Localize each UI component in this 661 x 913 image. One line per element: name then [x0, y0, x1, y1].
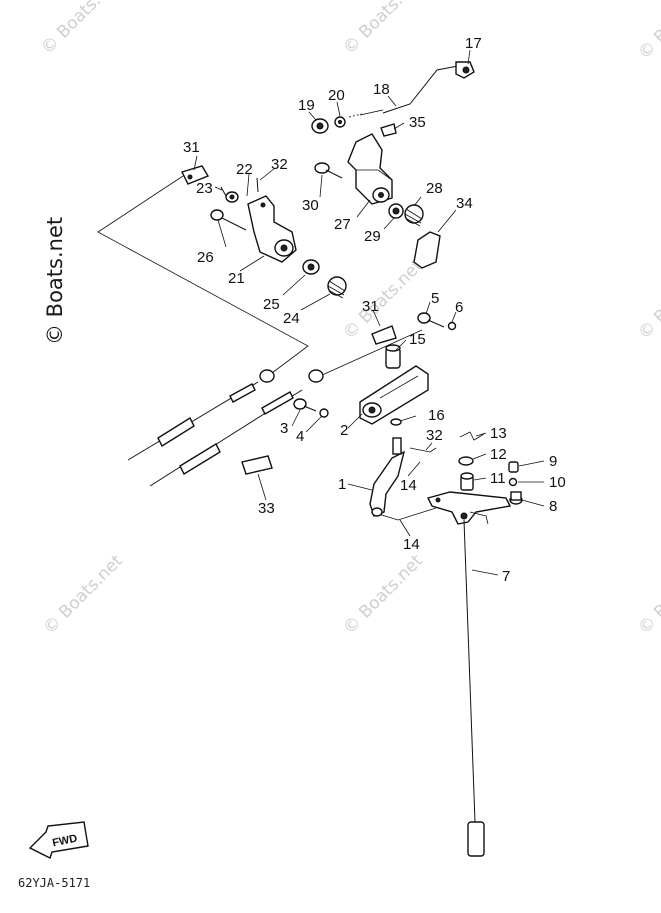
clip-14 — [469, 511, 489, 525]
callout-10: 10 — [549, 474, 566, 491]
watermark-7: © Boats.net — [339, 551, 427, 639]
watermark-1: © Boats.net — [37, 0, 125, 59]
clip-17 — [455, 61, 475, 79]
callout-13: 13 — [490, 425, 507, 442]
callout-7: 7 — [502, 568, 510, 585]
pin-23 — [220, 186, 227, 197]
callout-3: 3 — [280, 420, 288, 437]
arm-1 — [369, 437, 406, 517]
collar-29 — [388, 203, 404, 219]
callout-6: 6 — [455, 299, 463, 316]
callout-1: 1 — [338, 476, 346, 493]
slide-2 — [359, 365, 429, 425]
bolt-5 — [417, 312, 445, 328]
leader-lines — [193, 49, 545, 576]
callout-23: 23 — [196, 180, 213, 197]
shift-plate — [426, 491, 512, 525]
watermarks: © Boats.net © Boats.net © Boats.net © Bo… — [37, 0, 661, 639]
diagram-code: 62YJA-5171 — [18, 876, 90, 890]
callout-26: 26 — [197, 249, 214, 266]
spring-24 — [327, 276, 347, 299]
clamp-31-upper — [181, 165, 210, 185]
watermark-2: © Boats.net — [339, 0, 427, 59]
clamp-31-lower — [371, 325, 397, 345]
bolt-26 — [210, 209, 247, 231]
callout-31-lower: 31 — [362, 298, 379, 315]
callout-21: 21 — [228, 270, 245, 287]
callout-9: 9 — [549, 453, 557, 470]
watermark-3: © Boats.net — [634, 0, 661, 64]
callout-34: 34 — [456, 195, 473, 212]
washer-16 — [390, 418, 402, 426]
clip-33 — [241, 455, 273, 475]
callout-12: 12 — [490, 446, 507, 463]
callout-32-upper: 32 — [271, 156, 288, 173]
watermark-5: © Boats.net — [634, 256, 661, 344]
callout-27: 27 — [334, 216, 351, 233]
guide-line-left — [97, 175, 309, 377]
upper-link-assembly — [311, 61, 475, 269]
callout-29: 29 — [364, 228, 381, 245]
left-link-assembly — [181, 165, 347, 299]
callout-15: 15 — [409, 331, 426, 348]
shift-rod-7 — [463, 519, 485, 857]
washer-4 — [319, 408, 329, 418]
bolt-30 — [314, 162, 343, 179]
cable-assembly — [127, 369, 324, 487]
rod-18 — [382, 65, 459, 114]
bracket-34 — [413, 231, 441, 269]
callout-19: 19 — [298, 97, 315, 114]
callout-8: 8 — [549, 498, 557, 515]
washer-6 — [447, 321, 457, 331]
callout-11: 11 — [490, 470, 506, 487]
callout-31-upper: 31 — [183, 139, 200, 156]
washer-20 — [334, 116, 346, 128]
callout-30: 30 — [302, 197, 319, 214]
callout-20: 20 — [328, 87, 345, 104]
callout-25: 25 — [263, 296, 280, 313]
shift-rod-assembly — [426, 431, 523, 857]
lower-link-assembly — [293, 312, 457, 517]
callout-4: 4 — [296, 428, 304, 445]
callout-2: 2 — [340, 422, 348, 439]
fwd-arrow-icon: FWD — [28, 821, 89, 859]
bracket-27 — [347, 133, 393, 205]
callouts: 17 18 19 20 35 31 22 32 23 30 28 34 27 2… — [183, 35, 566, 585]
clip-32-lower — [409, 447, 437, 453]
callout-18: 18 — [373, 81, 390, 98]
collar-25 — [302, 259, 320, 275]
clip-32-upper — [256, 177, 259, 193]
callout-35: 35 — [409, 114, 426, 131]
fwd-label: FWD — [51, 833, 78, 850]
callout-33: 33 — [258, 500, 275, 517]
bolt-3 — [293, 398, 317, 412]
callout-16: 16 — [428, 407, 445, 424]
callout-22: 22 — [236, 161, 253, 178]
bushing-11 — [460, 472, 474, 491]
callout-5: 5 — [431, 290, 439, 307]
callout-14-upper: 14 — [400, 477, 417, 494]
pin-8 — [509, 491, 523, 505]
callout-24: 24 — [283, 310, 300, 327]
collar-22 — [225, 191, 239, 203]
callout-14-lower: 14 — [403, 536, 420, 553]
callout-28: 28 — [426, 180, 443, 197]
part-35 — [380, 123, 397, 137]
bushing-19 — [311, 118, 329, 134]
watermark-8: © Boats.net — [634, 551, 661, 639]
lever-21 — [247, 195, 297, 263]
screw-9 — [508, 461, 519, 473]
washer-12 — [458, 456, 474, 466]
side-watermark: © Boats.net — [43, 217, 67, 345]
guide-line-right — [319, 329, 423, 377]
spring-28 — [404, 204, 424, 227]
callout-32-lower: 32 — [426, 427, 443, 444]
spring-13 — [459, 431, 485, 441]
ball-10 — [508, 477, 518, 487]
watermark-6: © Boats.net — [39, 551, 127, 639]
callout-17: 17 — [465, 35, 482, 52]
